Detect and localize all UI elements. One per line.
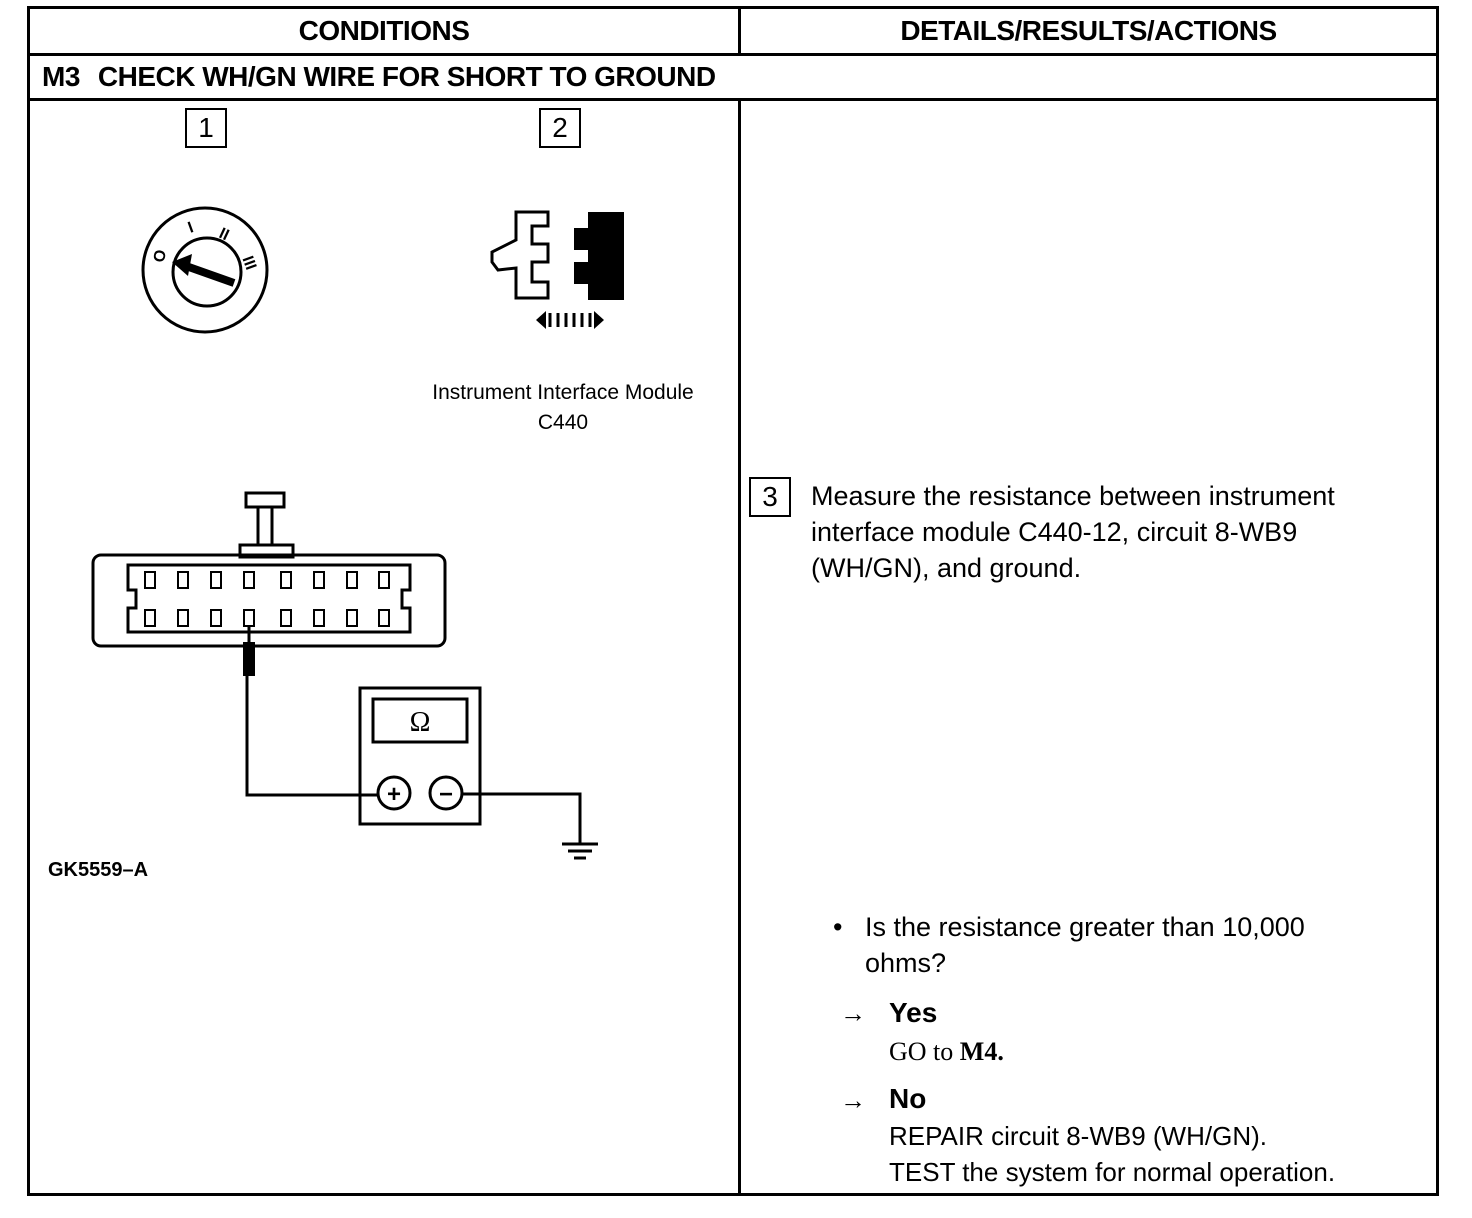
ohmmeter-icon: Ω + − (358, 686, 582, 843)
yes-action-target: M4. (959, 1037, 1004, 1066)
ignition-pos-3: III (239, 254, 260, 272)
module-caption-connector: C440 (537, 411, 589, 434)
no-arrow-icon: → (840, 1085, 866, 1115)
module-caption: Instrument Interface Module C440 (400, 378, 726, 438)
figure-id: GK5559–A (48, 859, 149, 881)
diagnostic-table: CONDITIONS DETAILS/RESULTS/ACTIONS M3 CH… (27, 6, 1439, 1196)
meter-minus: − (439, 781, 453, 808)
step-3-box: 3 (749, 477, 791, 517)
ignition-pos-off: O (151, 249, 170, 264)
no-label: No (889, 1083, 927, 1114)
ignition-pos-1: I (186, 219, 196, 236)
no-action: REPAIR circuit 8-WB9 (WH/GN). TEST the s… (889, 1118, 1335, 1190)
module-caption-name: Instrument Interface Module (432, 381, 694, 404)
question-line-2: ohms? (865, 948, 947, 978)
meter-ohm-symbol: Ω (410, 707, 431, 738)
step-3-line-3: (WH/GN), and ground. (811, 553, 1082, 583)
column-divider (738, 101, 741, 1193)
yes-action: GO to M4. (889, 1033, 1004, 1070)
step-code: M3 (42, 61, 80, 92)
step-2-box: 2 (539, 108, 581, 148)
no-action-line-2: TEST the system for normal operation. (889, 1157, 1336, 1187)
yes-label: Yes (889, 997, 938, 1028)
question-line-1: Is the resistance greater than 10,000 (865, 912, 1305, 942)
question-text: Is the resistance greater than 10,000 oh… (865, 909, 1305, 981)
yes-arrow-icon: → (840, 998, 866, 1028)
step-title-row: M3 CHECK WH/GN WIRE FOR SHORT TO GROUND (42, 55, 716, 99)
header-conditions: CONDITIONS (298, 15, 470, 46)
step-3-line-2: interface module C440-12, circuit 8-WB9 (811, 517, 1298, 547)
ignition-pos-2: II (216, 225, 231, 244)
question-bullet: • (833, 912, 843, 942)
step-title: CHECK WH/GN WIRE FOR SHORT TO GROUND (97, 61, 716, 92)
ground-symbol-icon (562, 842, 598, 860)
header-details: DETAILS/RESULTS/ACTIONS (900, 15, 1277, 46)
header-rule (30, 53, 1436, 56)
step-1-box: 1 (185, 108, 227, 148)
no-action-line-1: REPAIR circuit 8-WB9 (WH/GN). (889, 1121, 1267, 1151)
header-divider (738, 9, 741, 53)
meter-plus: + (387, 781, 401, 808)
yes-action-prefix: GO to (889, 1037, 960, 1066)
step-3-instruction: Measure the resistance between instrumen… (811, 478, 1335, 586)
title-rule (30, 98, 1436, 101)
ignition-switch-icon: O I II III (141, 206, 269, 334)
connector-pinout-icon (91, 491, 447, 797)
step-3-line-1: Measure the resistance between instrumen… (811, 481, 1335, 511)
connector-disconnect-icon (490, 210, 624, 329)
